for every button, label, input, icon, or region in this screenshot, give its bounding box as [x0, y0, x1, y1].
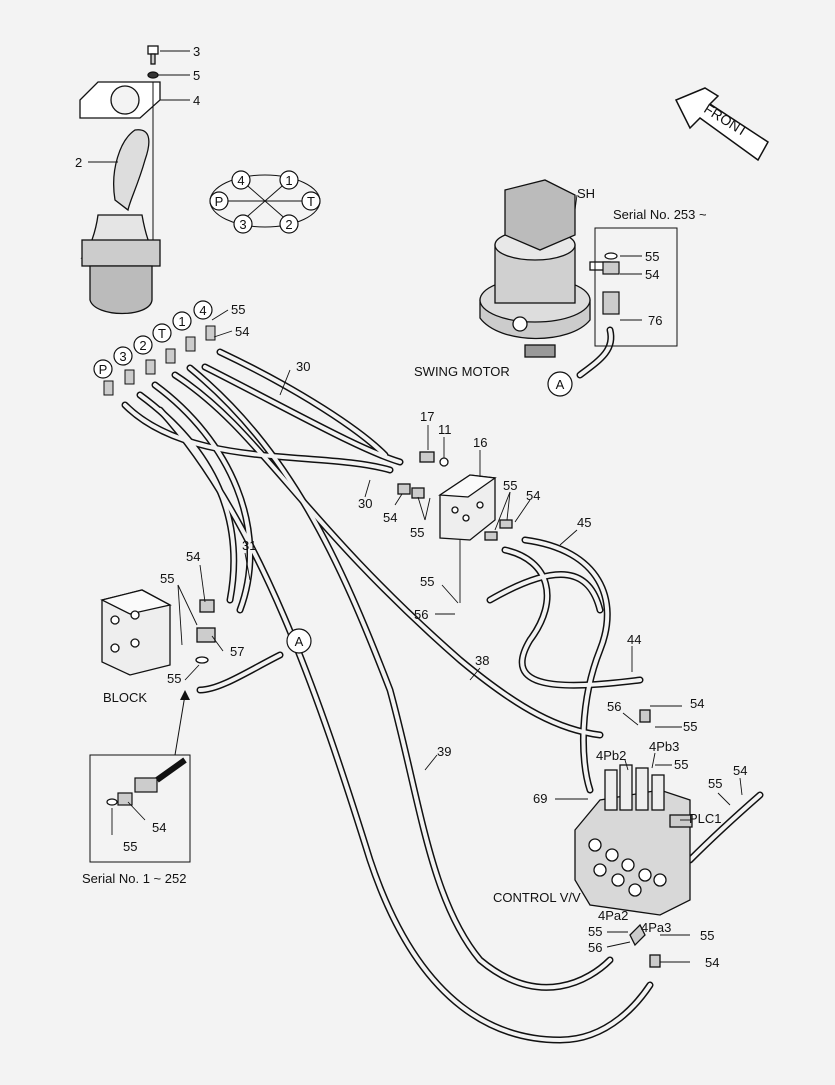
- callout-54-valve-top: 54: [690, 696, 704, 711]
- control-valve-caption: CONTROL V/V: [493, 890, 581, 905]
- callout-56-valve-bottom: 56: [588, 940, 602, 955]
- serial-253-box: [594, 227, 678, 347]
- joystick-fittings: [103, 325, 216, 396]
- callout-39: 39: [437, 744, 451, 759]
- callout-54-manifold-right: 54: [526, 488, 540, 503]
- callout-55-block-lower: 55: [167, 671, 181, 686]
- pa3-port-label: 4Pa3: [641, 920, 671, 935]
- pa2-port-label: 4Pa2: [598, 908, 628, 923]
- joystick-assembly: [79, 45, 161, 315]
- callout-55-manifold: 55: [410, 525, 424, 540]
- callout-labels: 3 5 4 2 55 54 30 30 55 54 76 17 11 16 54…: [75, 44, 747, 970]
- callout-55-manifold-right: 55: [503, 478, 517, 493]
- callout-55-joystick: 55: [231, 302, 245, 317]
- callout-69: 69: [533, 791, 547, 806]
- serial-leader-arrow: [180, 690, 190, 700]
- swing-motor: [479, 179, 611, 358]
- callout-55-plc1: 55: [708, 776, 722, 791]
- hose-bottom: [156, 406, 654, 1044]
- callout-30-upper: 30: [296, 359, 310, 374]
- callout-54-manifold: 54: [383, 510, 397, 525]
- callout-11: 11: [438, 422, 452, 437]
- manifold-16: [397, 451, 513, 541]
- sh-port-label: SH: [577, 186, 595, 201]
- serial-252-fittings: [106, 757, 187, 806]
- callout-54-joystick: 54: [235, 324, 249, 339]
- swing-fittings: [602, 252, 620, 315]
- port-1-label: 1: [285, 173, 292, 188]
- callout-16: 16: [473, 435, 487, 450]
- port-p-label: P: [215, 194, 224, 209]
- callout-4: 4: [193, 93, 200, 108]
- callout-44: 44: [627, 632, 641, 647]
- hose-port-t-label: T: [158, 326, 166, 341]
- block-part: [100, 589, 216, 676]
- hose-port-p-label: P: [99, 362, 108, 377]
- swing-motor-caption: SWING MOTOR: [414, 364, 510, 379]
- callout-54-block: 54: [186, 549, 200, 564]
- port-2-label: 2: [285, 217, 292, 232]
- joystick-handle: [113, 129, 150, 212]
- pb2-port-label: 4Pb2: [596, 748, 626, 763]
- callout-55-valve-pb3: 55: [674, 757, 688, 772]
- serial-252-caption: Serial No. 1 ~ 252: [82, 871, 186, 886]
- front-arrow: FRONT: [674, 87, 769, 162]
- callout-55-block: 55: [160, 571, 174, 586]
- callout-56-tee: 56: [414, 607, 428, 622]
- callout-55-valve-bottom: 55: [588, 924, 602, 939]
- port-3-label: 3: [239, 217, 246, 232]
- callout-54-swing: 54: [645, 267, 659, 282]
- callout-55-swing: 55: [645, 249, 659, 264]
- callout-55-tee: 55: [420, 574, 434, 589]
- hose-port-1-label: 1: [178, 314, 185, 329]
- callout-2: 2: [75, 155, 82, 170]
- port-4-label: 4: [237, 173, 244, 188]
- port-circles: [93, 170, 573, 654]
- joystick-base: [81, 239, 161, 267]
- control-valve: [574, 709, 693, 968]
- callout-38: 38: [475, 653, 489, 668]
- serial-leader: [174, 694, 186, 756]
- callout-3: 3: [193, 44, 200, 59]
- callout-54-serial: 54: [152, 820, 166, 835]
- hose-port-3-label: 3: [119, 349, 126, 364]
- callout-54-plc1: 54: [733, 763, 747, 778]
- block-caption: BLOCK: [103, 690, 147, 705]
- callout-30-lower: 30: [358, 496, 372, 511]
- hose-44: [501, 546, 644, 689]
- callout-17: 17: [420, 409, 434, 424]
- callout-55-valve-top: 55: [683, 719, 697, 734]
- plc1-port-label: PLC1: [689, 811, 722, 826]
- callout-45: 45: [577, 515, 591, 530]
- callout-55-serial: 55: [123, 839, 137, 854]
- callout-76: 76: [648, 313, 662, 328]
- hoses-fill: [123, 328, 762, 1043]
- callout-55-valve-pa3: 55: [700, 928, 714, 943]
- hose-port-2-label: 2: [139, 338, 146, 353]
- washer-icon: [147, 71, 159, 79]
- hose-port-4-label: 4: [199, 303, 206, 318]
- connector-a-label-2: A: [295, 634, 304, 649]
- serial-252-box: [89, 754, 191, 863]
- callout-5: 5: [193, 68, 200, 83]
- callout-56-valve-top: 56: [607, 699, 621, 714]
- caption-labels: SWING MOTOR BLOCK CONTROL V/V Serial No.…: [82, 186, 722, 935]
- serial-253-caption: Serial No. 253 ~: [613, 207, 707, 222]
- port-t-label: T: [307, 194, 315, 209]
- callout-31: 31: [242, 538, 256, 553]
- callout-54-valve-pa3: 54: [705, 955, 719, 970]
- callout-57: 57: [230, 644, 244, 659]
- bolt-icon: [147, 45, 159, 55]
- pb3-port-label: 4Pb3: [649, 739, 679, 754]
- port-circle-labels: 4 1 P T 3 2 P 3 2 T 1 4 A A: [99, 173, 565, 649]
- leader-lines: [88, 50, 743, 963]
- connector-a-label: A: [556, 377, 565, 392]
